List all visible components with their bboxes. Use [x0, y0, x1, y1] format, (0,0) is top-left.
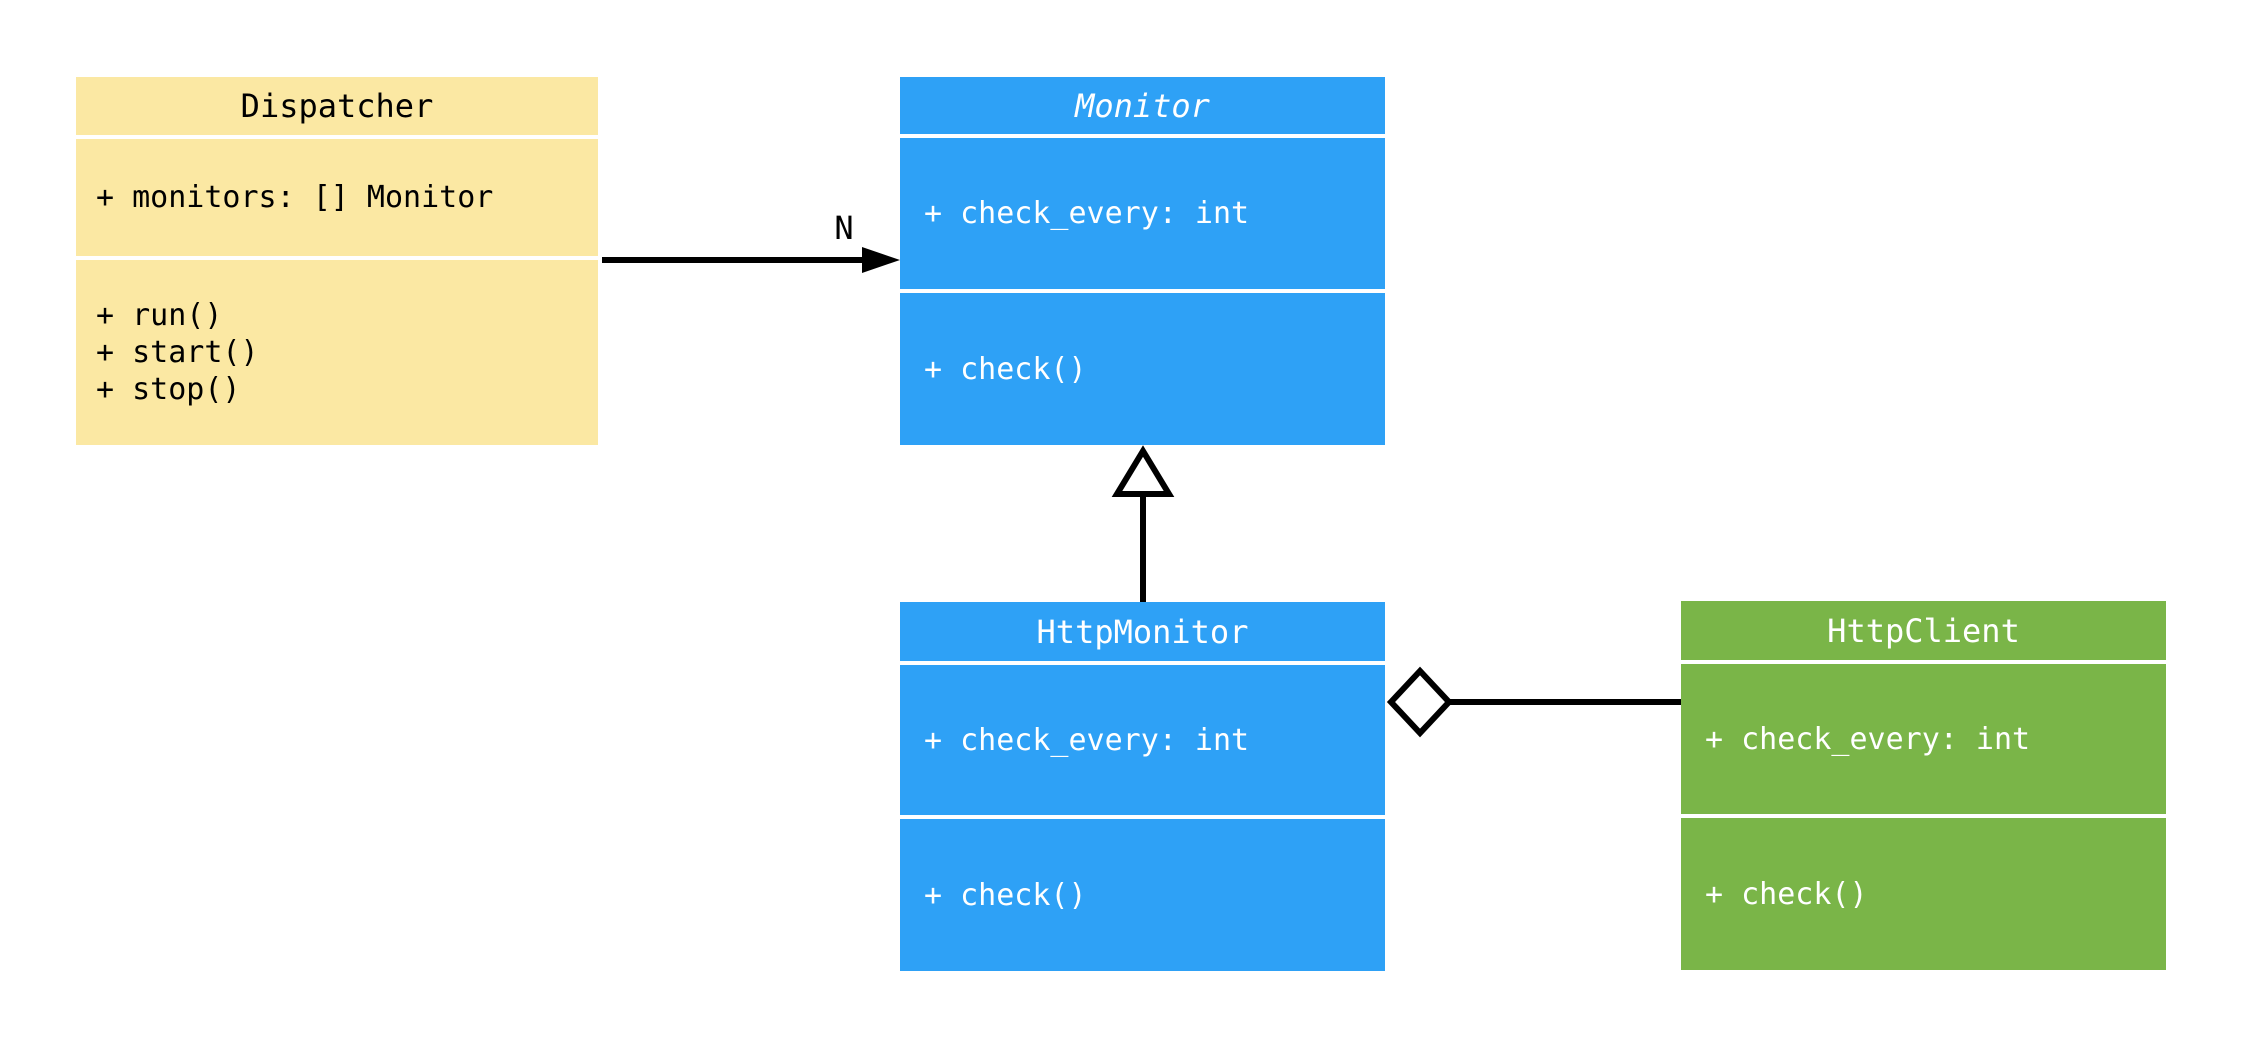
class-attribute: + check_every: int — [900, 665, 1385, 815]
class-box-dispatcher: Dispatcher + monitors: [] Monitor + run(… — [76, 77, 598, 445]
aggregation-diamond-icon — [1386, 666, 1454, 738]
class-attribute: + check_every: int — [1681, 664, 2166, 814]
association-connector — [602, 247, 900, 273]
class-title: HttpMonitor — [900, 602, 1385, 661]
class-method: + start() — [96, 335, 259, 370]
association-arrowhead-icon — [862, 247, 900, 273]
class-box-httpmonitor: HttpMonitor + check_every: int + check() — [900, 602, 1385, 971]
class-box-monitor: Monitor + check_every: int + check() — [900, 77, 1385, 445]
class-attribute: + monitors: [] Monitor — [76, 139, 598, 256]
class-attribute: + check_every: int — [900, 138, 1385, 289]
class-method: + run() — [96, 298, 223, 333]
class-box-httpclient: HttpClient + check_every: int + check() — [1681, 601, 2166, 970]
association-multiplicity-label: N — [834, 209, 854, 247]
class-methods-section: + run() + start() + stop() — [76, 260, 598, 445]
inheritance-triangle-icon — [1111, 445, 1175, 497]
class-method: + check() — [900, 293, 1385, 445]
class-title: Dispatcher — [76, 77, 598, 135]
class-method: + check() — [1681, 818, 2166, 970]
class-method: + stop() — [96, 372, 241, 407]
aggregation-connector — [1386, 666, 1681, 738]
class-title: HttpClient — [1681, 601, 2166, 660]
inheritance-connector — [1111, 445, 1175, 602]
class-title: Monitor — [900, 77, 1385, 134]
class-method: + check() — [900, 819, 1385, 971]
